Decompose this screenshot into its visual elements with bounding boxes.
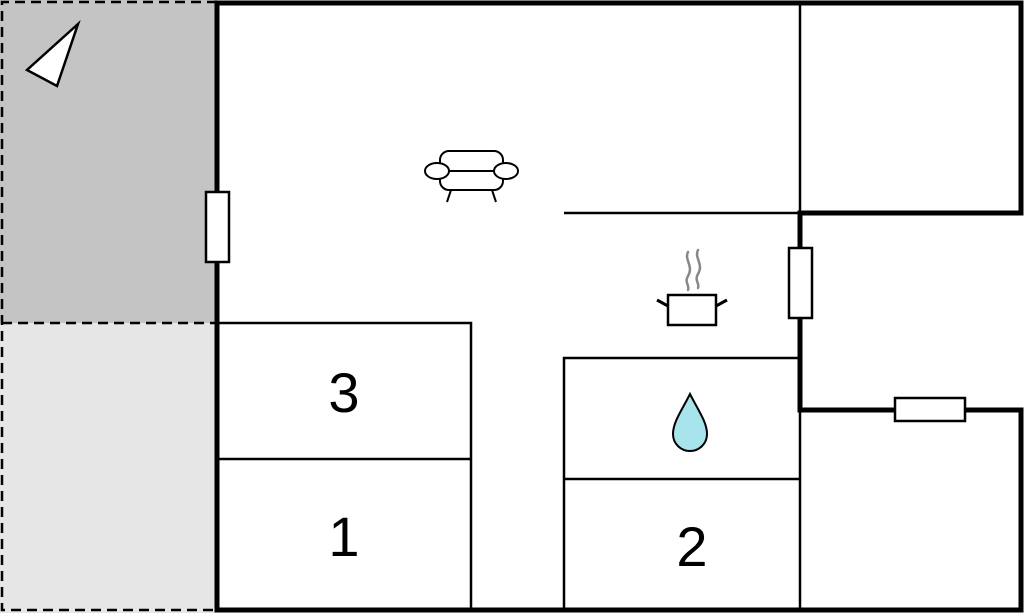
terrace-upper	[0, 0, 217, 323]
terrace-dashed-outline	[0, 0, 217, 612]
water-drop-icon	[671, 391, 709, 453]
sofa-icon	[424, 150, 519, 203]
inner-walls	[217, 3, 802, 610]
room-label-2: 2	[676, 515, 707, 578]
window-west	[204, 190, 231, 264]
window-kitchen-east	[787, 246, 814, 320]
north-arrow-icon	[24, 19, 81, 88]
terrace-lower	[0, 323, 217, 613]
cooking-pot-icon	[656, 248, 728, 327]
room-label-1: 1	[328, 505, 359, 568]
room-label-3: 3	[328, 361, 359, 424]
window-south-annex	[893, 396, 967, 423]
